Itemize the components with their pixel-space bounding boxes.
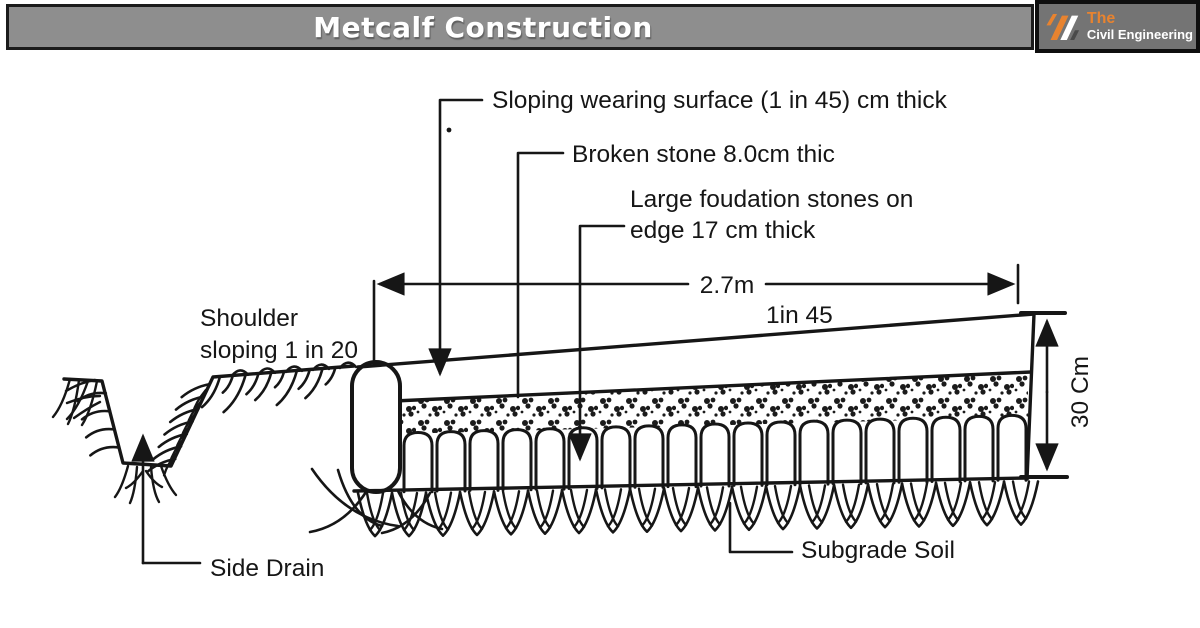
subgrade-label: Subgrade Soil [801,537,955,564]
logo-line1: The [1086,10,1116,28]
side-drain-leader [131,433,202,565]
wearing-surface-leader [428,98,484,377]
logo-line2: Civil Engineering [1086,27,1193,43]
broken-stone-layer [392,370,1033,434]
header-bar: Metcalf Construction [6,4,1034,50]
foundation-label-line1: Large foudation stones on [630,186,913,213]
broken-stone-label: Broken stone 8.0cm thic [572,141,835,168]
foundation-label-line2: edge 17 cm thick [630,217,816,244]
logo-slashes-icon [1046,13,1080,40]
height-dimension [1019,311,1069,479]
broken-stone-leader [516,151,565,399]
subgrade-leader [728,501,794,554]
shoulder-label-line1: Shoulder [200,305,298,332]
wearing-surface-label: Sloping wearing surface (1 in 45) cm thi… [492,87,948,114]
foundation-leader [568,224,626,462]
height-dimension-label: 30 Cm [1067,356,1094,428]
page-title: Metcalf Construction [313,10,653,44]
scan-speck [446,127,452,133]
side-drain-label: Side Drain [210,555,324,582]
width-dimension-label: 2.7m [700,272,754,299]
edge-kerb-stone [350,360,402,494]
width-dimension [372,263,1020,366]
terrain-outline [62,312,1036,493]
camber-label: 1in 45 [766,302,833,329]
shoulder-label-line2: sloping 1 in 20 [200,337,358,364]
foundation-stones [402,413,1028,494]
subgrade-texture [356,480,1040,538]
logo-text: The Civil Engineering [1086,10,1193,43]
brand-logo: The Civil Engineering [1035,0,1200,53]
